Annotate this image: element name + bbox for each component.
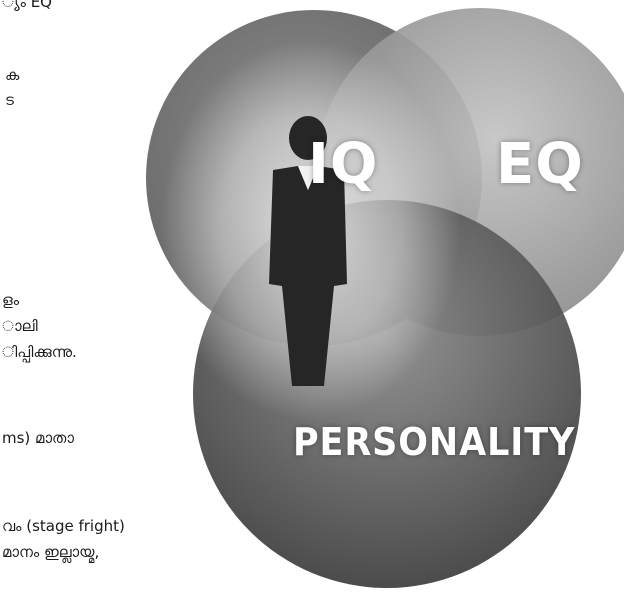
text-fragment: ms) മാതാ	[2, 429, 74, 447]
text-fragment: ിപ്പിക്കുന്നു.	[2, 343, 77, 361]
person-icon	[269, 116, 347, 386]
text-fragment: ്യം EQ	[2, 0, 52, 11]
text-fragment: ളം	[2, 291, 19, 309]
text-fragment: ട	[5, 91, 14, 109]
text-fragment: ാലി	[2, 317, 38, 335]
text-fragment: ക	[5, 66, 20, 84]
text-fragment: മാനം ഇല്ലായ്മ,	[2, 543, 100, 561]
text-fragment: വം (stage fright)	[2, 517, 125, 535]
iq-label: IQ	[308, 132, 379, 197]
eq-label: EQ	[496, 132, 584, 197]
personality-label: PERSONALITY	[293, 420, 576, 464]
